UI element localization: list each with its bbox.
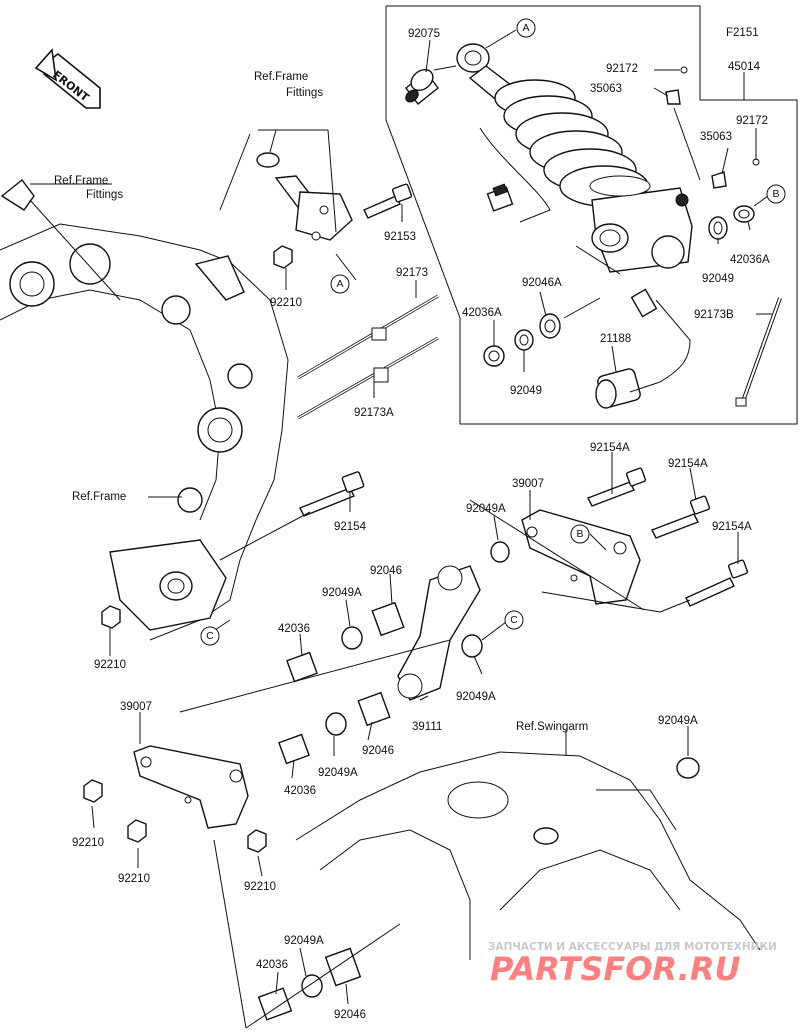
clamp-35063-lower: [711, 158, 760, 189]
clamp-35063-upper: [665, 66, 688, 105]
bolts-92154a: [587, 467, 749, 607]
main-frame: [0, 179, 289, 641]
seal-92049-right: [708, 216, 728, 240]
label-92046-1: 92046: [370, 565, 402, 577]
svg-text:C: C: [510, 614, 518, 626]
label-42036a-right: 42036A: [730, 254, 770, 266]
bearing-92046a: [539, 313, 561, 339]
rocker-arm-39111: [397, 565, 481, 701]
callout-b-inset: B: [766, 184, 786, 204]
callout-a-top: A: [516, 18, 536, 38]
callout-b-link: B: [570, 524, 590, 544]
watermark-brand: PARTSFOR.RU: [490, 950, 740, 988]
seal-92049-left: [514, 329, 534, 351]
label-92154a-2: 92154A: [668, 458, 708, 470]
watermark-tagline: ЗАПЧАСТИ И АКСЕССУАРЫ ДЛЯ МОТОТЕХНИКИ: [488, 941, 777, 953]
rear-shock-absorber: [456, 43, 693, 273]
label-92049a-1: 92049A: [466, 503, 506, 515]
bolt-92154: [299, 471, 365, 517]
callout-c-frame: C: [200, 626, 220, 646]
label-92154a-1: 92154A: [590, 442, 630, 454]
cable-tie-92173a: [297, 336, 439, 420]
part-labels: 92075 92172 35063 45014 92172 35063 4203…: [54, 28, 770, 1021]
label-21188: 21188: [600, 333, 631, 345]
label-ref-frame-fittings-top-line2: Fittings: [286, 87, 323, 99]
svg-text:A: A: [522, 22, 529, 34]
label-42036a-left: 42036A: [462, 307, 502, 319]
label-92049a-2: 92049A: [322, 587, 362, 599]
label-35063-b: 35063: [700, 131, 732, 143]
collar-42036a-left: [483, 345, 505, 367]
label-42036-1: 42036: [278, 623, 310, 635]
swingarm: [295, 751, 761, 960]
tie-rod-39007-upper: [521, 509, 641, 605]
label-92075: 92075: [408, 28, 440, 40]
callout-c-rocker: C: [504, 610, 524, 630]
bolt-92153: [363, 183, 413, 219]
sensor-21188: [595, 288, 691, 409]
label-92154a-3: 92154A: [712, 521, 752, 533]
label-92173a: 92173A: [354, 407, 394, 419]
label-42036-2: 42036: [284, 785, 316, 797]
label-92173b: 92173B: [694, 309, 734, 321]
nut-92210-left: [101, 605, 121, 629]
label-92046-2: 92046: [362, 745, 394, 757]
nuts-92210-lower: [83, 779, 267, 853]
cable-tie-92173b: [735, 297, 782, 407]
svg-text:A: A: [336, 278, 343, 290]
label-92049a-6: 92049A: [284, 935, 324, 947]
label-92172-a: 92172: [606, 63, 638, 75]
label-39007-lower: 39007: [120, 701, 152, 713]
label-92210-c: 92210: [72, 837, 104, 849]
label-92210-d: 92210: [118, 873, 150, 885]
leader-lines: [29, 29, 772, 1029]
label-92154: 92154: [334, 521, 367, 533]
bushing-92075: [405, 65, 457, 105]
label-92046a: 92046A: [522, 277, 562, 289]
label-92046-3: 92046: [334, 1009, 366, 1021]
label-35063-a: 35063: [590, 83, 622, 95]
label-ref-frame-fittings-left-line2: Fittings: [86, 189, 123, 201]
frame-fitting-bracket: [256, 152, 353, 241]
svg-text:B: B: [772, 188, 779, 200]
label-ref-frame: Ref.Frame: [72, 491, 126, 503]
shock-inset-box: [385, 5, 798, 425]
label-92049a-5: 92049A: [318, 767, 358, 779]
callout-a-bracket: A: [330, 274, 350, 294]
nut-92210-upper: [273, 245, 293, 269]
label-92210-left: 92210: [94, 659, 126, 671]
label-39111: 39111: [412, 721, 442, 733]
label-92210-upper: 92210: [270, 297, 302, 309]
label-ref-swingarm: Ref.Swingarm: [516, 721, 588, 733]
collar-42036a-right: [733, 205, 755, 223]
figure-code: F2151: [726, 27, 759, 39]
label-45014: 45014: [728, 61, 761, 73]
label-42036-3: 42036: [256, 959, 288, 971]
lower-bearings: [257, 947, 362, 1021]
label-92049a-4: 92049A: [658, 715, 698, 727]
svg-text:C: C: [206, 630, 214, 642]
label-92210-e: 92210: [244, 881, 276, 893]
front-arrow-icon: FRONT: [34, 48, 101, 109]
tie-rod-39007-lower: [133, 745, 249, 829]
label-92049-left: 92049: [510, 385, 542, 397]
label-92172-b: 92172: [736, 115, 768, 127]
label-ref-frame-fittings-top-line1: Ref.Frame: [254, 71, 308, 83]
label-ref-frame-fittings-left-line1: Ref.Frame: [54, 175, 108, 187]
cable-tie-92173: [297, 294, 439, 380]
label-92153: 92153: [384, 231, 416, 243]
label-39007-upper: 39007: [512, 478, 544, 490]
watermark: ЗАПЧАСТИ И АКСЕССУАРЫ ДЛЯ МОТОТЕХНИКИ PA…: [488, 941, 777, 988]
svg-text:B: B: [576, 528, 583, 540]
label-92049-right: 92049: [702, 273, 734, 285]
label-92173: 92173: [396, 267, 428, 279]
seals-and-bearings-linkage: [278, 541, 700, 779]
label-92049a-3: 92049A: [456, 691, 496, 703]
